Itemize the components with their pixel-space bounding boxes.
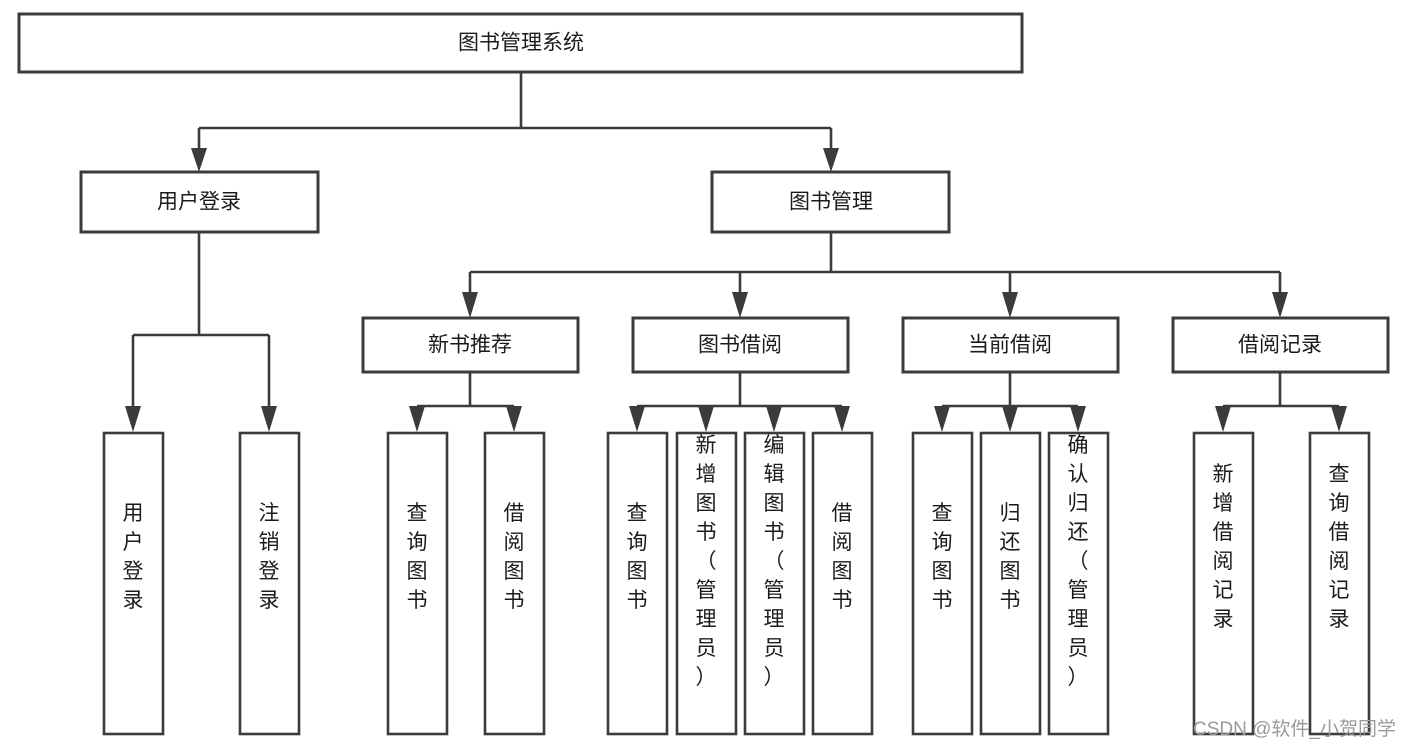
node-leaf-edit-book[interactable]: 编辑图书（管理员） <box>743 431 806 736</box>
arrow-head-leaf-add-borrow-record <box>1215 406 1231 432</box>
node-leaf-logout-login-label: 注销登录 <box>259 502 280 612</box>
node-current-borrow[interactable]: 当前借阅 <box>901 316 1120 374</box>
node-leaf-add-borrow-record-label: 新增借阅记录 <box>1213 463 1234 631</box>
arrow-head-leaf-logout-login <box>261 406 277 432</box>
node-new-book-recommend-box[interactable] <box>361 316 580 374</box>
arrow-head-current-borrow <box>1002 292 1018 318</box>
node-leaf-borrow-book-2-box[interactable] <box>811 431 874 736</box>
arrow-head-leaf-query-book-3 <box>934 406 950 432</box>
node-leaf-query-book-3-label: 查询图书 <box>932 502 953 612</box>
node-leaf-logout-login[interactable]: 注销登录 <box>238 431 301 736</box>
connector-layer <box>125 72 1347 432</box>
arrow-head-borrow-record <box>1272 292 1288 318</box>
arrow-head-leaf-confirm-return <box>1070 406 1086 432</box>
node-leaf-borrow-book-1-box[interactable] <box>483 431 546 736</box>
arrow-head-book-management <box>823 148 839 172</box>
node-leaf-edit-book-box[interactable] <box>743 431 806 736</box>
arrow-head-user-login <box>191 148 207 172</box>
node-leaf-edit-book-label: 编辑图书（管理员） <box>764 434 785 689</box>
arrow-head-leaf-edit-book <box>766 406 782 432</box>
node-leaf-user-login-label: 用户登录 <box>123 502 144 612</box>
node-leaf-query-book-1-label: 查询图书 <box>407 502 428 612</box>
arrow-head-leaf-user-login <box>125 406 141 432</box>
node-leaf-query-book-1-box[interactable] <box>386 431 449 736</box>
node-root-label: 图书管理系统 <box>458 32 584 55</box>
node-leaf-query-book-2-box[interactable] <box>606 431 669 736</box>
node-leaf-query-borrow-record[interactable]: 查询借阅记录 <box>1308 431 1371 736</box>
node-user-login[interactable]: 用户登录 <box>79 170 320 234</box>
node-book-management-label: 图书管理 <box>789 191 873 214</box>
node-book-borrow[interactable]: 图书借阅 <box>631 316 850 374</box>
node-leaf-query-book-1[interactable]: 查询图书 <box>386 431 449 736</box>
node-leaf-logout-login-box[interactable] <box>238 431 301 736</box>
arrow-head-book-borrow <box>732 292 748 318</box>
watermark-label: CSDN @软件_小贺同学 <box>1193 718 1396 740</box>
node-leaf-return-book-label: 归还图书 <box>1000 502 1021 612</box>
node-leaf-add-borrow-record[interactable]: 新增借阅记录 <box>1192 431 1255 736</box>
node-current-borrow-label: 当前借阅 <box>968 334 1052 357</box>
node-root[interactable]: 图书管理系统 <box>17 12 1024 74</box>
node-leaf-user-login[interactable]: 用户登录 <box>102 431 165 736</box>
node-borrow-record-box[interactable] <box>1171 316 1390 374</box>
node-leaf-add-book-box[interactable] <box>675 431 738 736</box>
node-leaf-return-book[interactable]: 归还图书 <box>979 431 1042 736</box>
node-leaf-query-borrow-record-box[interactable] <box>1308 431 1371 736</box>
node-leaf-add-book[interactable]: 新增图书（管理员） <box>675 431 738 736</box>
node-leaf-query-book-2-label: 查询图书 <box>627 502 648 612</box>
arrow-head-leaf-borrow-book-2 <box>834 406 850 432</box>
node-leaf-confirm-return-label: 确认归还（管理员） <box>1068 434 1089 689</box>
arrow-head-new-book-recommend <box>462 292 478 318</box>
node-new-book-recommend[interactable]: 新书推荐 <box>361 316 580 374</box>
node-leaf-borrow-book-1[interactable]: 借阅图书 <box>483 431 546 736</box>
node-leaf-add-book-label: 新增图书（管理员） <box>696 434 717 689</box>
node-borrow-record[interactable]: 借阅记录 <box>1171 316 1390 374</box>
node-leaf-user-login-box[interactable] <box>102 431 165 736</box>
node-leaf-query-borrow-record-label: 查询借阅记录 <box>1329 463 1350 631</box>
node-current-borrow-box[interactable] <box>901 316 1120 374</box>
node-book-management-box[interactable] <box>710 170 951 234</box>
node-leaf-query-book-3-box[interactable] <box>911 431 974 736</box>
node-leaf-borrow-book-2-label: 借阅图书 <box>832 502 853 612</box>
node-leaf-borrow-book-2[interactable]: 借阅图书 <box>811 431 874 736</box>
node-leaf-return-book-box[interactable] <box>979 431 1042 736</box>
node-root-box[interactable] <box>17 12 1024 74</box>
node-book-management[interactable]: 图书管理 <box>710 170 951 234</box>
arrow-head-leaf-query-borrow-record <box>1331 406 1347 432</box>
arrow-head-leaf-borrow-book-1 <box>506 406 522 432</box>
node-leaf-query-book-3[interactable]: 查询图书 <box>911 431 974 736</box>
node-leaf-confirm-return[interactable]: 确认归还（管理员） <box>1047 431 1110 736</box>
node-leaf-confirm-return-box[interactable] <box>1047 431 1110 736</box>
node-new-book-recommend-label: 新书推荐 <box>428 334 512 357</box>
arrow-head-leaf-add-book <box>698 406 714 432</box>
node-leaf-add-borrow-record-box[interactable] <box>1192 431 1255 736</box>
node-borrow-record-label: 借阅记录 <box>1238 334 1322 357</box>
node-book-borrow-box[interactable] <box>631 316 850 374</box>
arrow-head-leaf-query-book-2 <box>629 406 645 432</box>
node-book-borrow-label: 图书借阅 <box>698 334 782 357</box>
arrow-head-leaf-return-book <box>1002 406 1018 432</box>
arrow-head-leaf-query-book-1 <box>409 406 425 432</box>
node-leaf-borrow-book-1-label: 借阅图书 <box>504 502 525 612</box>
node-leaf-query-book-2[interactable]: 查询图书 <box>606 431 669 736</box>
node-user-login-label: 用户登录 <box>157 191 241 214</box>
node-user-login-box[interactable] <box>79 170 320 234</box>
